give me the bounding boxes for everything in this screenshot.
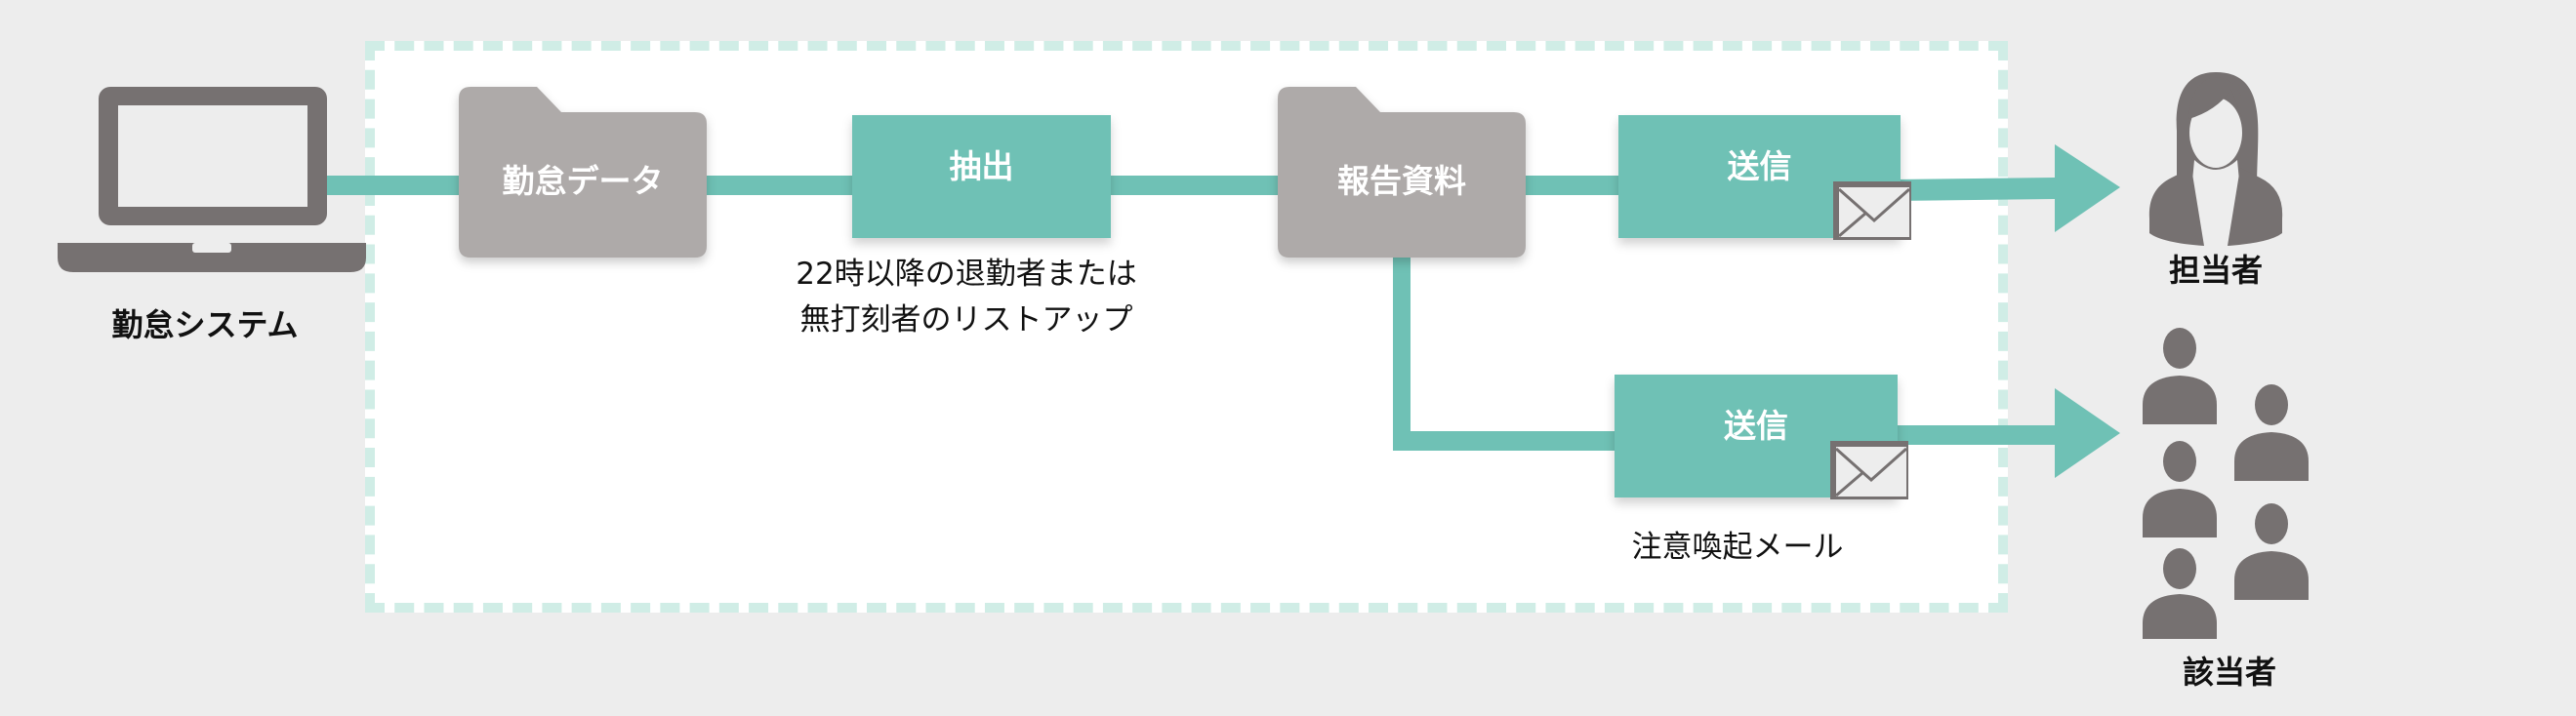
attendance-data-folder: 勤怠データ xyxy=(459,87,707,258)
extract-caption-line1: 22時以降の退勤者または xyxy=(796,257,1137,292)
person-in-charge-icon xyxy=(2148,72,2283,246)
report-folder: 報告資料 xyxy=(1278,87,1526,258)
send2-caption: 注意喚起メール xyxy=(1631,530,1844,565)
extract-caption-line2: 無打刻者のリストアップ xyxy=(799,302,1133,338)
person-in-charge-label: 担当者 xyxy=(2168,252,2263,289)
extract-label: 抽出 xyxy=(949,147,1014,185)
arrow-to-relevant-people xyxy=(1894,388,2120,478)
envelope-icon xyxy=(1830,441,1908,499)
connector-branch-horizontal xyxy=(1393,431,1627,451)
relevant-people-icon xyxy=(2143,328,2309,639)
connector-branch-vertical xyxy=(1393,244,1411,449)
arrow-to-person-in-charge xyxy=(1894,144,2120,232)
laptop-icon xyxy=(58,87,366,272)
folder-icon xyxy=(1278,87,1526,258)
extract-caption: 22時以降の退勤者または 無打刻者のリストアップ xyxy=(722,252,1210,343)
relevant-people-label: 該当者 xyxy=(2182,654,2276,691)
extract-step: 抽出 xyxy=(852,115,1111,238)
folder-icon xyxy=(459,87,707,258)
send-label-2: 送信 xyxy=(1724,407,1788,445)
envelope-icon xyxy=(1833,181,1911,240)
send-label-1: 送信 xyxy=(1727,147,1792,185)
source-system-label: 勤怠システム xyxy=(111,306,299,343)
report-label: 報告資料 xyxy=(1337,162,1466,200)
attendance-data-label: 勤怠データ xyxy=(502,162,664,200)
